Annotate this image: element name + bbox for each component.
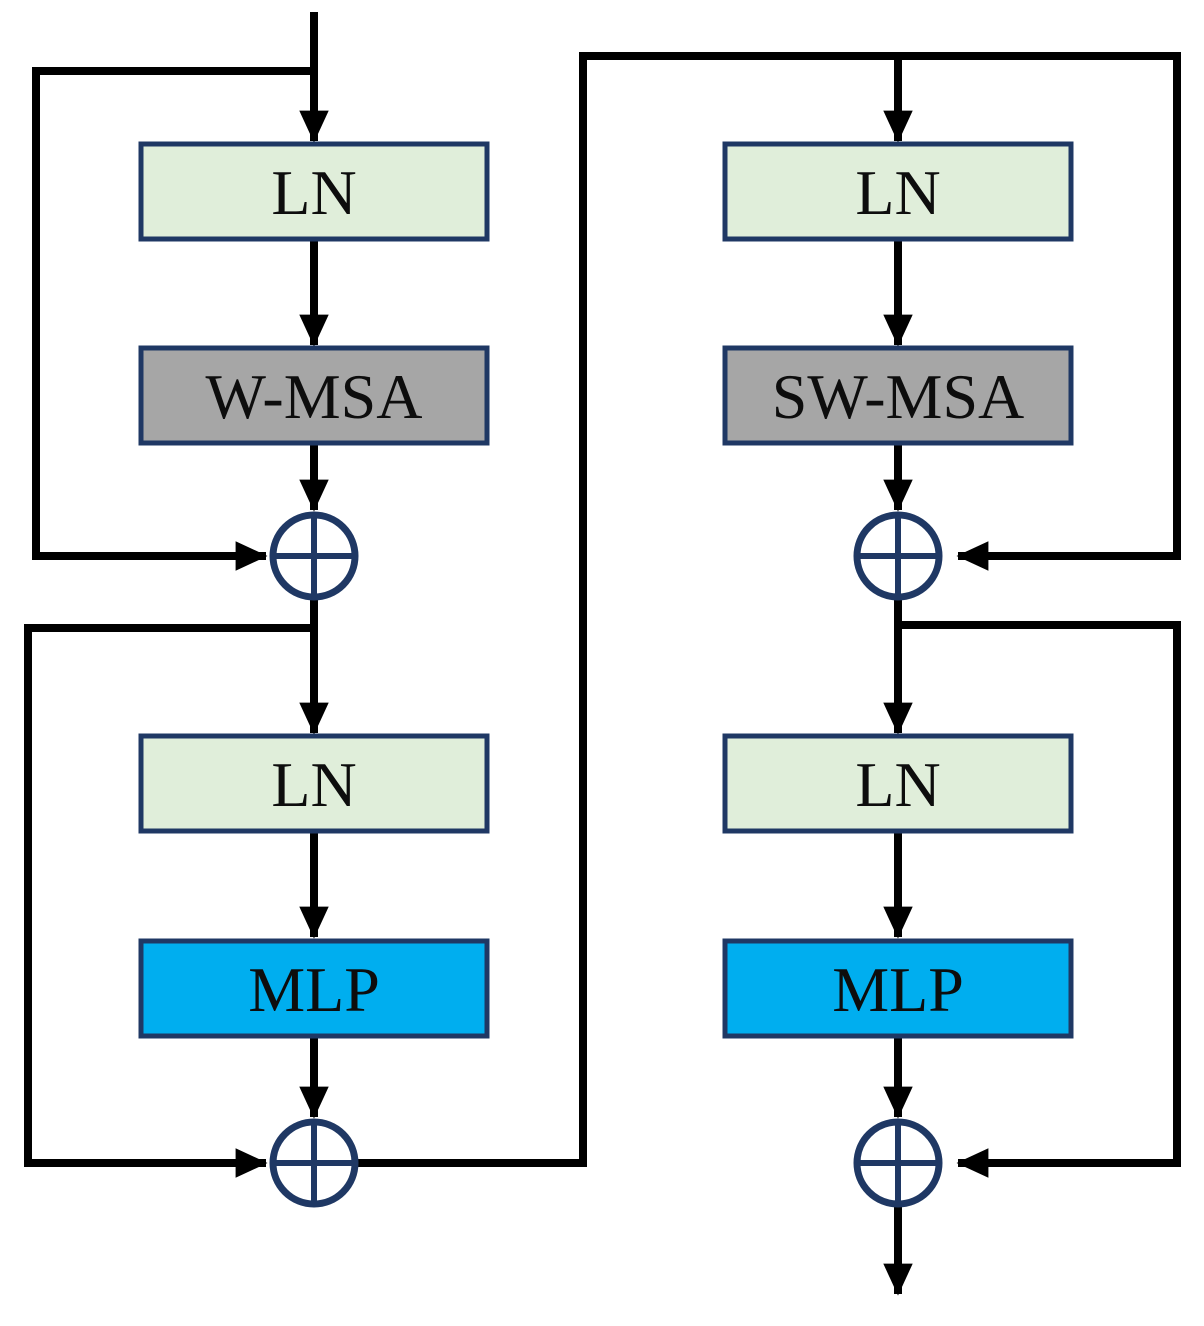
ln-box-2: LN: [722, 141, 1074, 242]
ln2-box-2: LN: [722, 733, 1074, 834]
mlp-box-label: MLP: [832, 954, 964, 1025]
mlp-box: MLP: [138, 938, 490, 1039]
w-msa-box-label: W-MSA: [206, 361, 423, 432]
w-msa-block-wiring: [24, 12, 329, 1178]
w-msa-box: W-MSA: [138, 345, 490, 446]
ln-box-label: LN: [271, 157, 356, 228]
sw-msa-block-wiring: [883, 239, 1181, 1296]
add-operator-icon: [853, 511, 943, 601]
ln-box-rect: [138, 141, 490, 242]
add-operator-icon: [269, 1118, 359, 1208]
inter-block-connector: [355, 52, 1181, 1167]
sw-msa-box: SW-MSA: [722, 345, 1074, 446]
skip-connection-line: [32, 67, 314, 571]
ln2-box-label: LN: [271, 749, 356, 820]
ln-box-rect: [722, 141, 1074, 242]
w-msa-box-rect: [138, 345, 490, 446]
mlp-box-2: MLP: [722, 938, 1074, 1039]
mlp-box-rect: [138, 938, 490, 1039]
skip-connection-line: [24, 624, 314, 1178]
ln-box-label: LN: [855, 157, 940, 228]
connector-line: [355, 52, 1181, 1167]
ln2-box: LN: [138, 733, 490, 834]
mlp-box-rect: [722, 938, 1074, 1039]
add-operator-icon: [853, 1118, 943, 1208]
skip-connection-line: [898, 621, 1181, 1178]
ln2-box-rect: [722, 733, 1074, 834]
sw-msa-box-rect: [722, 345, 1074, 446]
ln2-box-rect: [138, 733, 490, 834]
ln2-box-label: LN: [855, 749, 940, 820]
ln-box: LN: [138, 141, 490, 242]
mlp-box-label: MLP: [248, 954, 380, 1025]
sw-msa-box-label: SW-MSA: [772, 361, 1025, 432]
add-operator-icon: [269, 511, 359, 601]
